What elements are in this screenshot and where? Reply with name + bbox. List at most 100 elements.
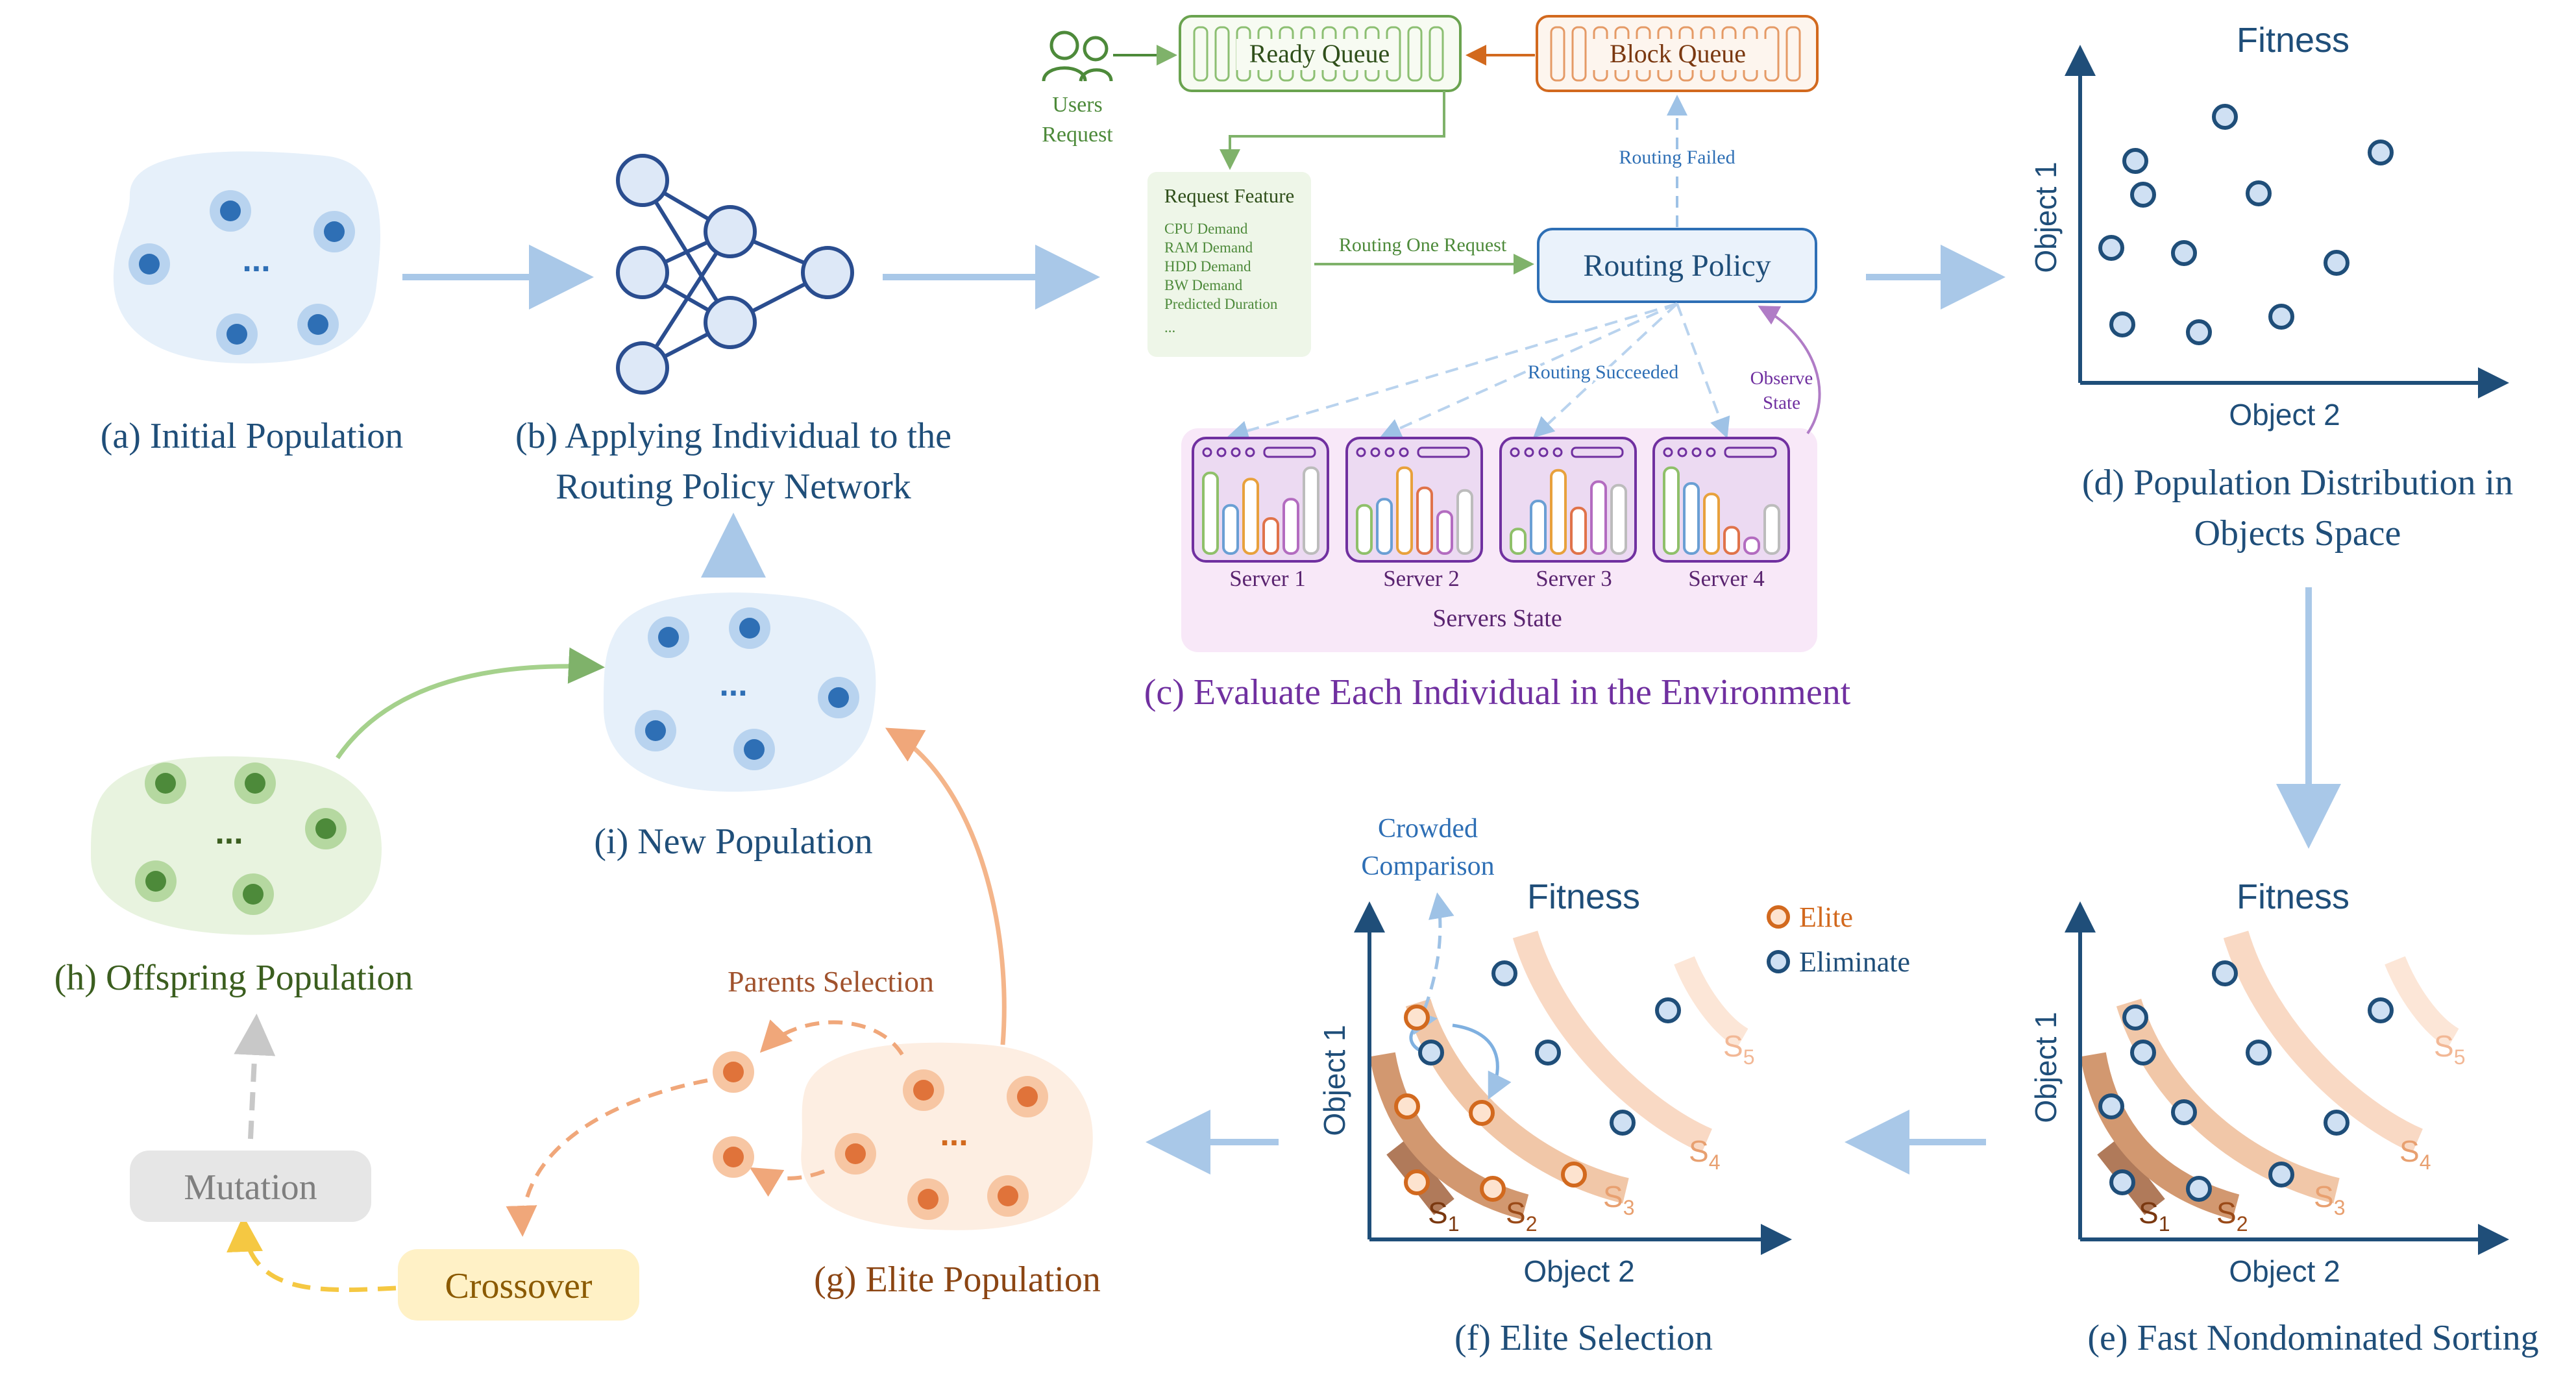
feature-item: ... — [1164, 319, 1175, 335]
population-dot — [129, 243, 170, 285]
legend-elite-label: Elite — [1799, 901, 1853, 933]
arrow-elite-to-new — [885, 727, 1007, 1045]
front-label-subscript: 1 — [1448, 1212, 1460, 1236]
network-node — [616, 341, 669, 395]
caption-a: (a) Initial Population — [101, 416, 404, 456]
block-queue-label: Block Queue — [1610, 39, 1746, 68]
population-dot — [818, 677, 859, 718]
caption-c: (c) Evaluate Each Individual in the Envi… — [1144, 672, 1851, 713]
servers-state-label: Servers State — [1432, 605, 1562, 632]
population-dot — [903, 1069, 944, 1111]
server-led — [1384, 447, 1395, 457]
population-point — [2246, 1040, 2272, 1066]
population-point — [2268, 1162, 2294, 1188]
routing-policy-label: Routing Policy — [1583, 249, 1771, 283]
network-node — [616, 154, 669, 207]
front-label: S5 — [1723, 1029, 1754, 1069]
caption-b-line1: (b) Applying Individual to the — [515, 416, 951, 456]
crowded-label-1: Crowded — [1378, 814, 1478, 844]
server-load-bar — [1222, 504, 1239, 555]
legend-eliminate-marker — [1767, 950, 1790, 973]
population-dot — [216, 313, 258, 355]
elite-point — [1404, 1169, 1430, 1195]
population-point — [2130, 1040, 2156, 1066]
server-led — [1216, 447, 1227, 457]
block-queue: Block Queue — [1536, 15, 1819, 92]
elite-point — [1469, 1100, 1495, 1126]
front-label-subscript: 4 — [2420, 1151, 2431, 1174]
offspring-population: ... — [91, 756, 382, 935]
users-label-1: Users — [1052, 93, 1102, 117]
server-led — [1706, 447, 1716, 457]
feature-item: Predicted Duration — [1164, 296, 1278, 312]
plot-f-title: Fitness — [1527, 877, 1640, 916]
population-dot — [234, 762, 276, 804]
network-node — [616, 246, 669, 299]
parent-dot — [713, 1051, 754, 1093]
population-point — [2324, 1110, 2349, 1136]
server-label: Server 4 — [1688, 566, 1765, 591]
arrow-ready-to-feature — [1220, 91, 1445, 170]
server-load-bar — [1436, 510, 1453, 555]
server-load-bar — [1743, 536, 1760, 555]
population-point — [2098, 235, 2124, 261]
front-label-subscript: 2 — [2237, 1212, 2248, 1236]
initial-population: ... — [113, 151, 381, 364]
population-dot — [305, 808, 347, 849]
population-dot — [145, 762, 186, 804]
server-led — [1370, 447, 1380, 457]
front-label: S4 — [2399, 1134, 2431, 1174]
eliminate-point — [1491, 960, 1517, 986]
ready-queue: Ready Queue — [1179, 15, 1462, 92]
front-band-4 — [2223, 931, 2423, 1153]
front-label: S2 — [1506, 1196, 1537, 1236]
population-point — [2122, 1005, 2148, 1030]
server-led — [1245, 447, 1255, 457]
crowded-compare-arc — [1452, 1023, 1512, 1100]
plot-e-title: Fitness — [2237, 877, 2349, 916]
caption-h: (h) Offspring Population — [55, 958, 413, 998]
server-led — [1510, 447, 1520, 457]
population-dot — [210, 190, 251, 232]
server-load-bar — [1610, 483, 1627, 555]
population-point — [2186, 319, 2212, 345]
population-point — [2186, 1176, 2212, 1202]
population-point — [2122, 148, 2148, 174]
population-point — [2324, 250, 2349, 276]
population-point — [2098, 1093, 2124, 1119]
population-dot — [835, 1133, 876, 1175]
front-label: S4 — [1689, 1134, 1720, 1174]
population-dot — [232, 873, 274, 915]
arrow-parents-to-crossover — [506, 1078, 708, 1237]
server-load-bar — [1530, 500, 1547, 555]
server-load-bar — [1683, 482, 1700, 555]
plot-d-ylabel: Object 1 — [2029, 162, 2063, 273]
population-point — [2171, 1099, 2197, 1125]
feature-item: CPU Demand — [1164, 221, 1248, 237]
server-load-bar — [1242, 478, 1259, 555]
server-led — [1399, 447, 1409, 457]
caption-b-line2: Routing Policy Network — [556, 467, 911, 507]
server-load-bar — [1590, 480, 1607, 555]
routing-policy-box: Routing Policy — [1537, 228, 1817, 303]
queue-slot — [1571, 26, 1587, 82]
users-label-2: Request — [1042, 123, 1113, 147]
caption-d-line2: Objects Space — [2194, 513, 2401, 554]
server-load-bar — [1723, 526, 1740, 555]
server-load-bar — [1456, 489, 1473, 555]
network-node — [801, 246, 854, 299]
server-load-bar — [1570, 506, 1587, 555]
population-dot — [135, 860, 177, 902]
front-label-subscript: 2 — [1526, 1212, 1538, 1236]
request-feature-title: Request Feature — [1164, 184, 1295, 207]
front-label-subscript: 5 — [2454, 1045, 2466, 1069]
front-label: S1 — [2139, 1196, 2170, 1236]
server-led — [1202, 447, 1212, 457]
arrow-mutation-to-offspring — [234, 1014, 276, 1139]
server-slot — [1263, 446, 1316, 458]
population-point — [2368, 140, 2394, 165]
routing-succeeded-label: Routing Succeeded — [1528, 361, 1678, 383]
request-feature-box: Request Feature CPU Demand RAM Demand HD… — [1147, 172, 1311, 357]
front-label-subscript: 5 — [1743, 1045, 1755, 1069]
plot-e-xlabel: Object 2 — [2229, 1254, 2340, 1288]
